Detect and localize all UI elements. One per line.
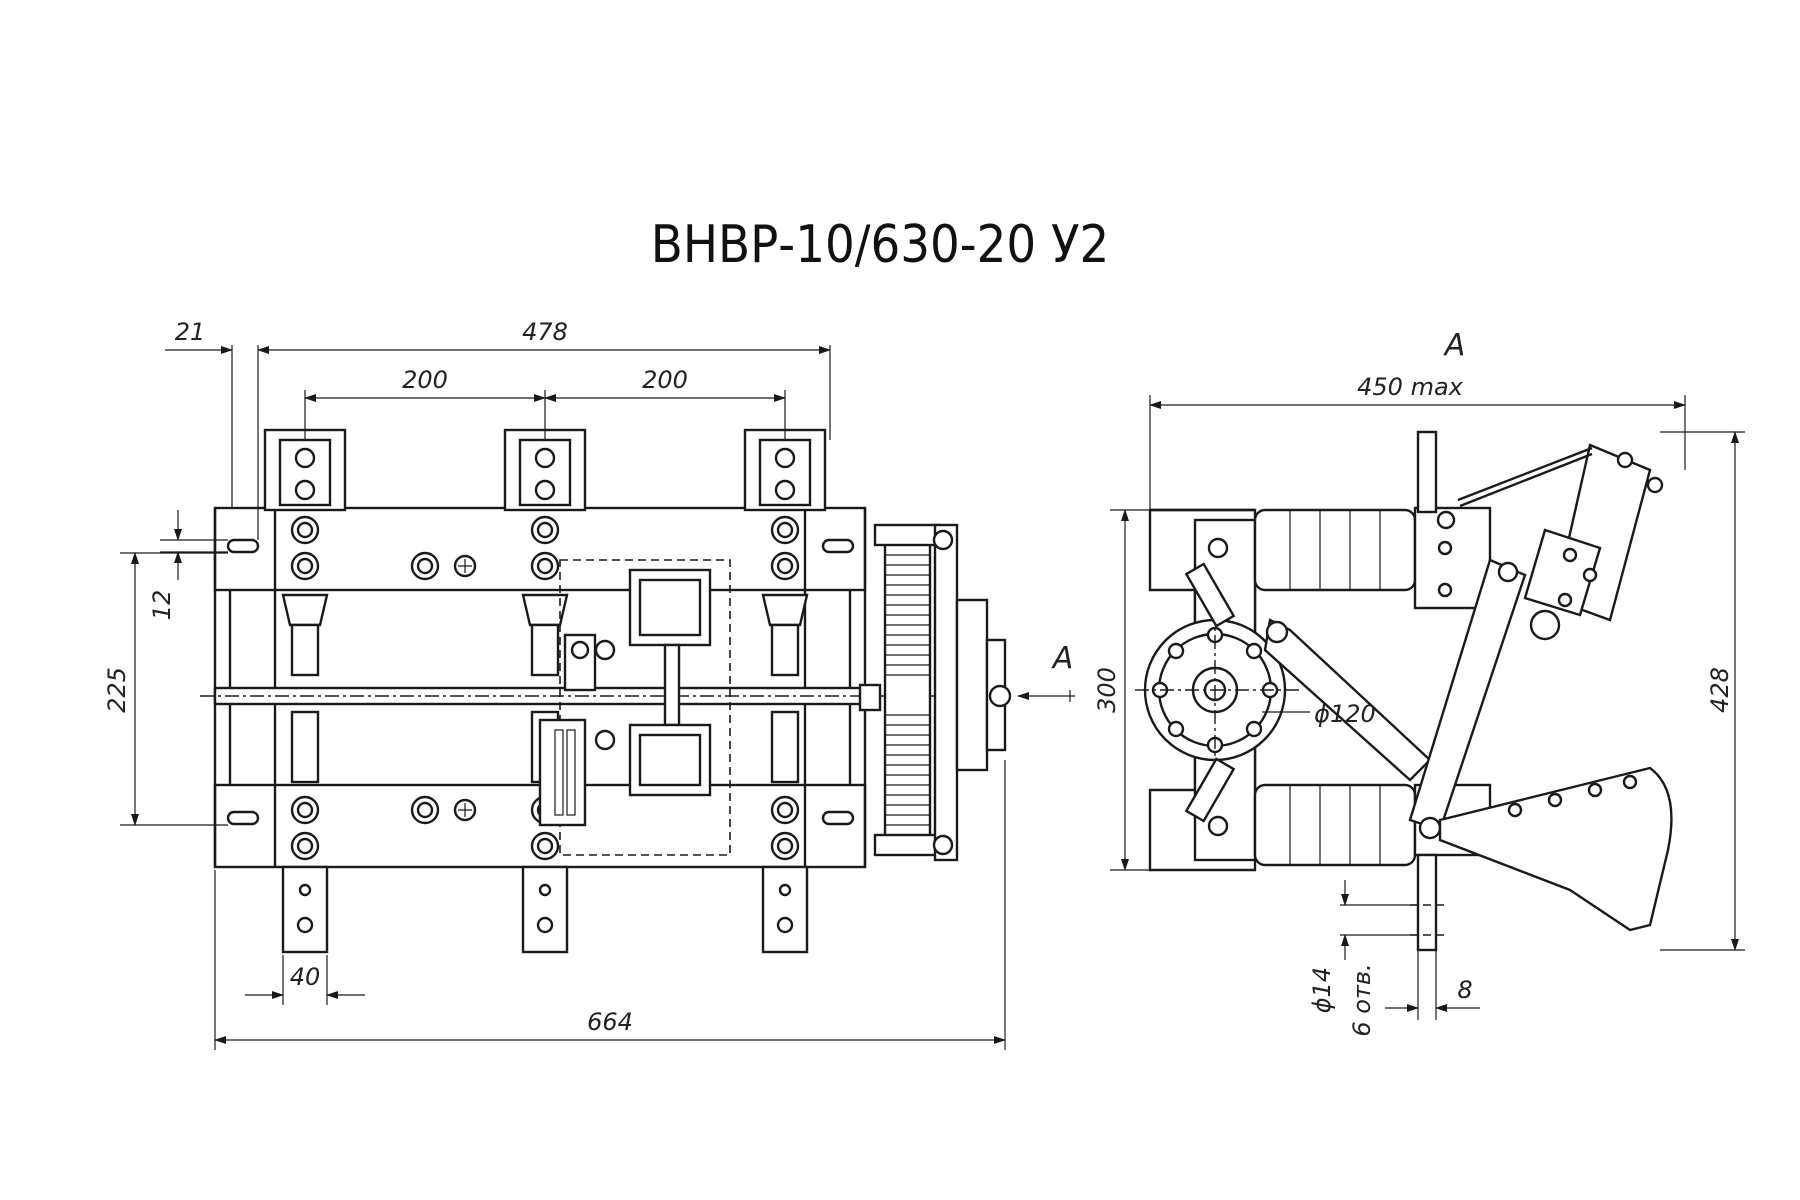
side-view: A bbox=[1093, 328, 1745, 1037]
dim-428: 428 bbox=[1706, 667, 1734, 713]
spring-drive bbox=[858, 523, 1012, 862]
dim-phi14: ϕ14 bbox=[1308, 967, 1336, 1013]
drive-disc bbox=[1135, 610, 1300, 770]
knife-blade-arm bbox=[1263, 558, 1527, 840]
insulator-top bbox=[1253, 506, 1492, 610]
dim-664: 664 bbox=[587, 1008, 633, 1036]
dim-12: 12 bbox=[148, 590, 176, 621]
dim-225: 225 bbox=[103, 667, 131, 713]
view-arrow-label: A bbox=[1051, 641, 1074, 676]
drawing-title: ВНВР-10/630-20 У2 bbox=[651, 215, 1110, 275]
front-view: 21 478 200 200 12 225 40 664 A bbox=[103, 318, 1075, 1050]
dim-478: 478 bbox=[522, 318, 568, 346]
dim-8: 8 bbox=[1457, 976, 1472, 1004]
pole-left bbox=[263, 428, 347, 954]
dim-40: 40 bbox=[290, 963, 321, 991]
pole-right bbox=[743, 428, 827, 954]
dim-phi120: ϕ120 bbox=[1314, 700, 1376, 728]
dim-200-right: 200 bbox=[642, 366, 688, 394]
dim-450-max: 450 max bbox=[1357, 373, 1464, 401]
fixed-contact-head bbox=[1457, 443, 1664, 641]
auxiliary-contact-block bbox=[538, 559, 731, 856]
earthing-blade bbox=[1438, 766, 1673, 932]
dim-300: 300 bbox=[1093, 667, 1121, 713]
side-view-label: A bbox=[1443, 328, 1466, 363]
dim-200-left: 200 bbox=[402, 366, 448, 394]
dim-6-holes: 6 отв. bbox=[1348, 963, 1376, 1036]
dim-21: 21 bbox=[175, 318, 206, 346]
